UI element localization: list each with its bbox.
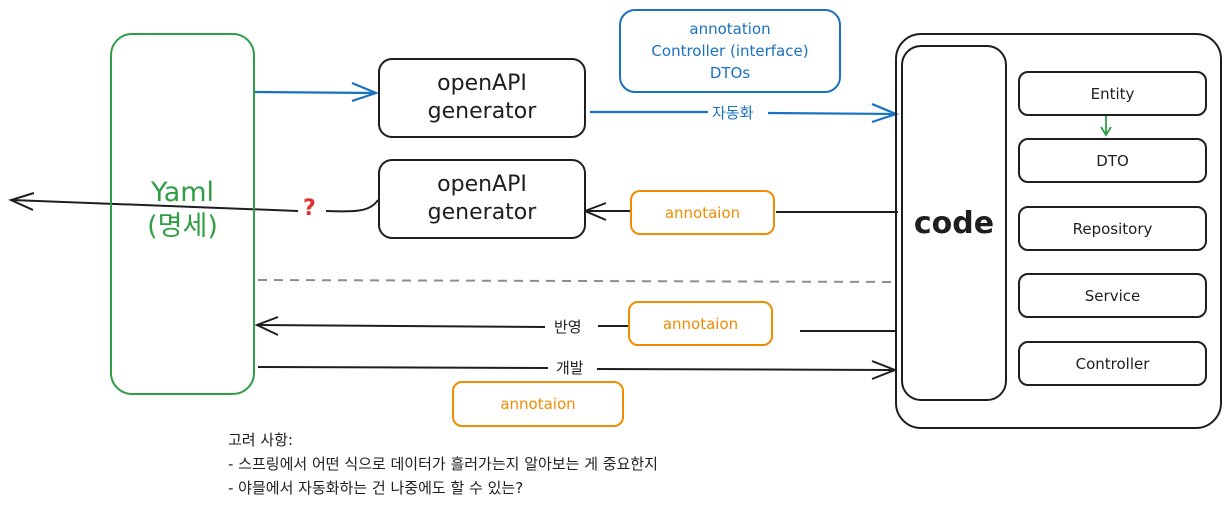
generator-top-line2: generator xyxy=(427,99,537,124)
dashed-separator xyxy=(257,279,897,283)
annotation-label: annotaion xyxy=(662,314,739,333)
code-title: code xyxy=(913,205,995,241)
generated-dtos: DTOs xyxy=(709,64,751,82)
annotation-label: annotaion xyxy=(664,203,741,222)
annotation-box-develop[interactable]: annotaion xyxy=(452,381,624,427)
generated-artifacts-box[interactable]: annotation Controller (interface) DTOs xyxy=(619,9,841,93)
openapi-generator-top[interactable]: openAPI generator xyxy=(378,58,586,138)
arrow-generator-to-code-right xyxy=(767,111,896,116)
generated-annotation: annotation xyxy=(689,20,771,38)
layer-dto[interactable]: DTO xyxy=(1018,138,1207,183)
arrowhead-yaml-to-generator xyxy=(351,81,380,103)
label-automation: 자동화 xyxy=(712,102,754,123)
yaml-subtitle: (명세) xyxy=(147,211,218,242)
label-question: ? xyxy=(303,196,316,221)
label-develop: 개발 xyxy=(556,359,584,377)
yaml-spec-box[interactable]: Yaml (명세) xyxy=(110,33,255,395)
annotation-label: annotaion xyxy=(500,395,576,413)
arrow-reflect-left xyxy=(257,324,546,328)
code-block[interactable]: code xyxy=(901,45,1007,401)
arrowhead-reflect xyxy=(254,316,279,336)
generator-bottom-line2: generator xyxy=(427,200,537,225)
arrow-yaml-to-generator xyxy=(254,90,376,95)
considerations-notes: 고려 사항: - 스프링에서 어떤 식으로 데이터가 흘러가는지 알아보는 게 … xyxy=(228,428,658,500)
arrow-develop-right xyxy=(596,368,895,371)
layer-controller[interactable]: Controller xyxy=(1018,341,1207,386)
notes-item: - 야믈에서 자동화하는 건 나중에도 할 수 있는? xyxy=(228,479,524,497)
arrowhead-left-out xyxy=(8,192,35,211)
notes-title: 고려 사항: xyxy=(228,431,294,449)
openapi-generator-bottom[interactable]: openAPI generator xyxy=(378,159,586,239)
yaml-title: Yaml xyxy=(150,177,215,208)
layer-label: Controller xyxy=(1075,354,1150,373)
layer-label: Repository xyxy=(1072,219,1153,238)
layer-label: Entity xyxy=(1090,84,1135,103)
notes-item: - 스프링에서 어떤 식으로 데이터가 흘러가는지 알아보는 게 중요한지 xyxy=(228,455,658,473)
layer-service[interactable]: Service xyxy=(1018,273,1207,318)
layer-entity[interactable]: Entity xyxy=(1018,71,1207,116)
arrow-generator-to-left xyxy=(11,199,379,213)
generated-controller: Controller (interface) xyxy=(651,42,809,60)
code-container[interactable] xyxy=(895,33,1222,429)
label-reflect: 반영 xyxy=(554,318,582,336)
arrow-develop-left xyxy=(257,366,549,369)
annotation-box-reflect[interactable]: annotaion xyxy=(628,301,773,346)
annotation-box-generator[interactable]: annotaion xyxy=(630,190,775,235)
generator-bottom-line1: openAPI xyxy=(437,172,527,197)
arrowhead-entity-to-dto xyxy=(1100,126,1112,137)
layer-label: Service xyxy=(1084,286,1141,305)
generator-top-line1: openAPI xyxy=(437,71,527,96)
layer-repository[interactable]: Repository xyxy=(1018,206,1207,251)
layer-label: DTO xyxy=(1096,151,1129,170)
